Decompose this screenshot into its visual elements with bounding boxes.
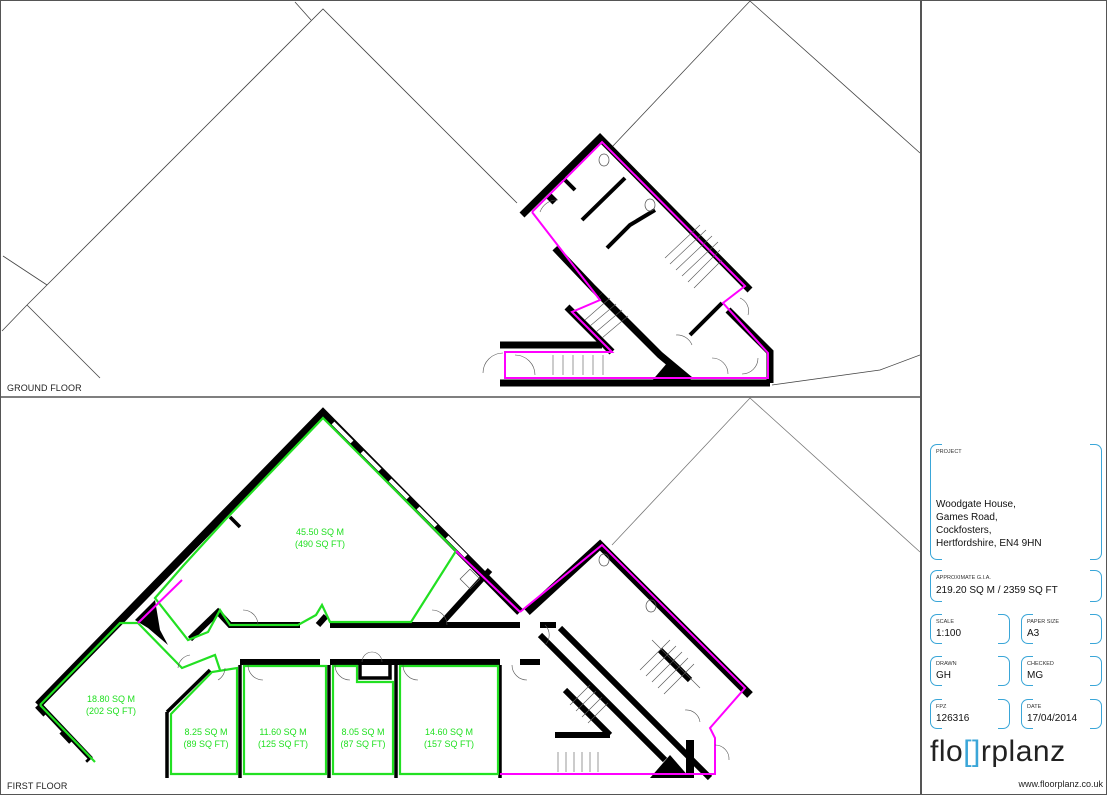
title-block: PROJECT Woodgate House, Games Road, Cock… [920,0,1107,795]
first-stairs [557,639,701,772]
checked-value: MG [1027,670,1044,681]
paper-size-value: A3 [1027,628,1040,639]
ground-floor-label: GROUND FLOOR [7,383,82,393]
first-site-outline [611,397,920,553]
floor-plans-drawing [0,0,920,781]
room-area-label: 14.60 SQ M(157 SQ FT) [423,727,475,749]
ground-floor-building [482,133,774,387]
drawn-value: GH [936,670,951,681]
fpz-box: FPZ 126316 [930,699,1010,729]
room-area-label: 45.50 SQ M(490 SQ FT) [294,527,346,549]
room-area-label: 8.25 SQ M(89 SQ FT) [183,727,229,749]
checked-box: CHECKED MG [1021,656,1102,686]
first-floor-building [35,407,753,781]
first-floor-label: FIRST FLOOR [7,781,68,791]
fpz-value: 126316 [936,713,970,724]
room-area-label: 11.60 SQ M(125 SQ FT) [257,727,309,749]
ground-common-outline [504,140,769,379]
scale-value: 1:100 [936,628,962,639]
gia-box: APPROXIMATE G.I.A. 219.20 SQ M / 2359 SQ… [930,570,1102,602]
first-doors [177,609,730,761]
ground-doors [482,199,759,376]
paper-size-box: PAPER SIZE A3 [1021,614,1102,644]
website-link[interactable]: www.floorplanz.co.uk [1018,779,1103,789]
room-area-label: 18.80 SQ M(202 SQ FT) [85,694,137,716]
ground-stairs [552,224,723,375]
project-box: PROJECT Woodgate House, Games Road, Cock… [930,444,1102,560]
room-area-label: 8.05 SQ M(87 SQ FT) [340,727,386,749]
first-common-outline [137,543,747,775]
date-value: 17/04/2014 [1027,713,1078,724]
date-box: DATE 17/04/2014 [1021,699,1102,729]
project-address: Woodgate House, Games Road, Cockfosters,… [936,499,1042,549]
gia-value: 219.20 SQ M / 2359 SQ FT [936,585,1058,596]
floorplanz-logo: flo[]rplanz [930,735,1066,768]
scale-box: SCALE 1:100 [930,614,1010,644]
ground-site-outline [1,0,920,386]
first-room-outlines [39,416,500,776]
project-label: PROJECT [936,449,962,455]
drawn-box: DRAWN GH [930,656,1010,686]
